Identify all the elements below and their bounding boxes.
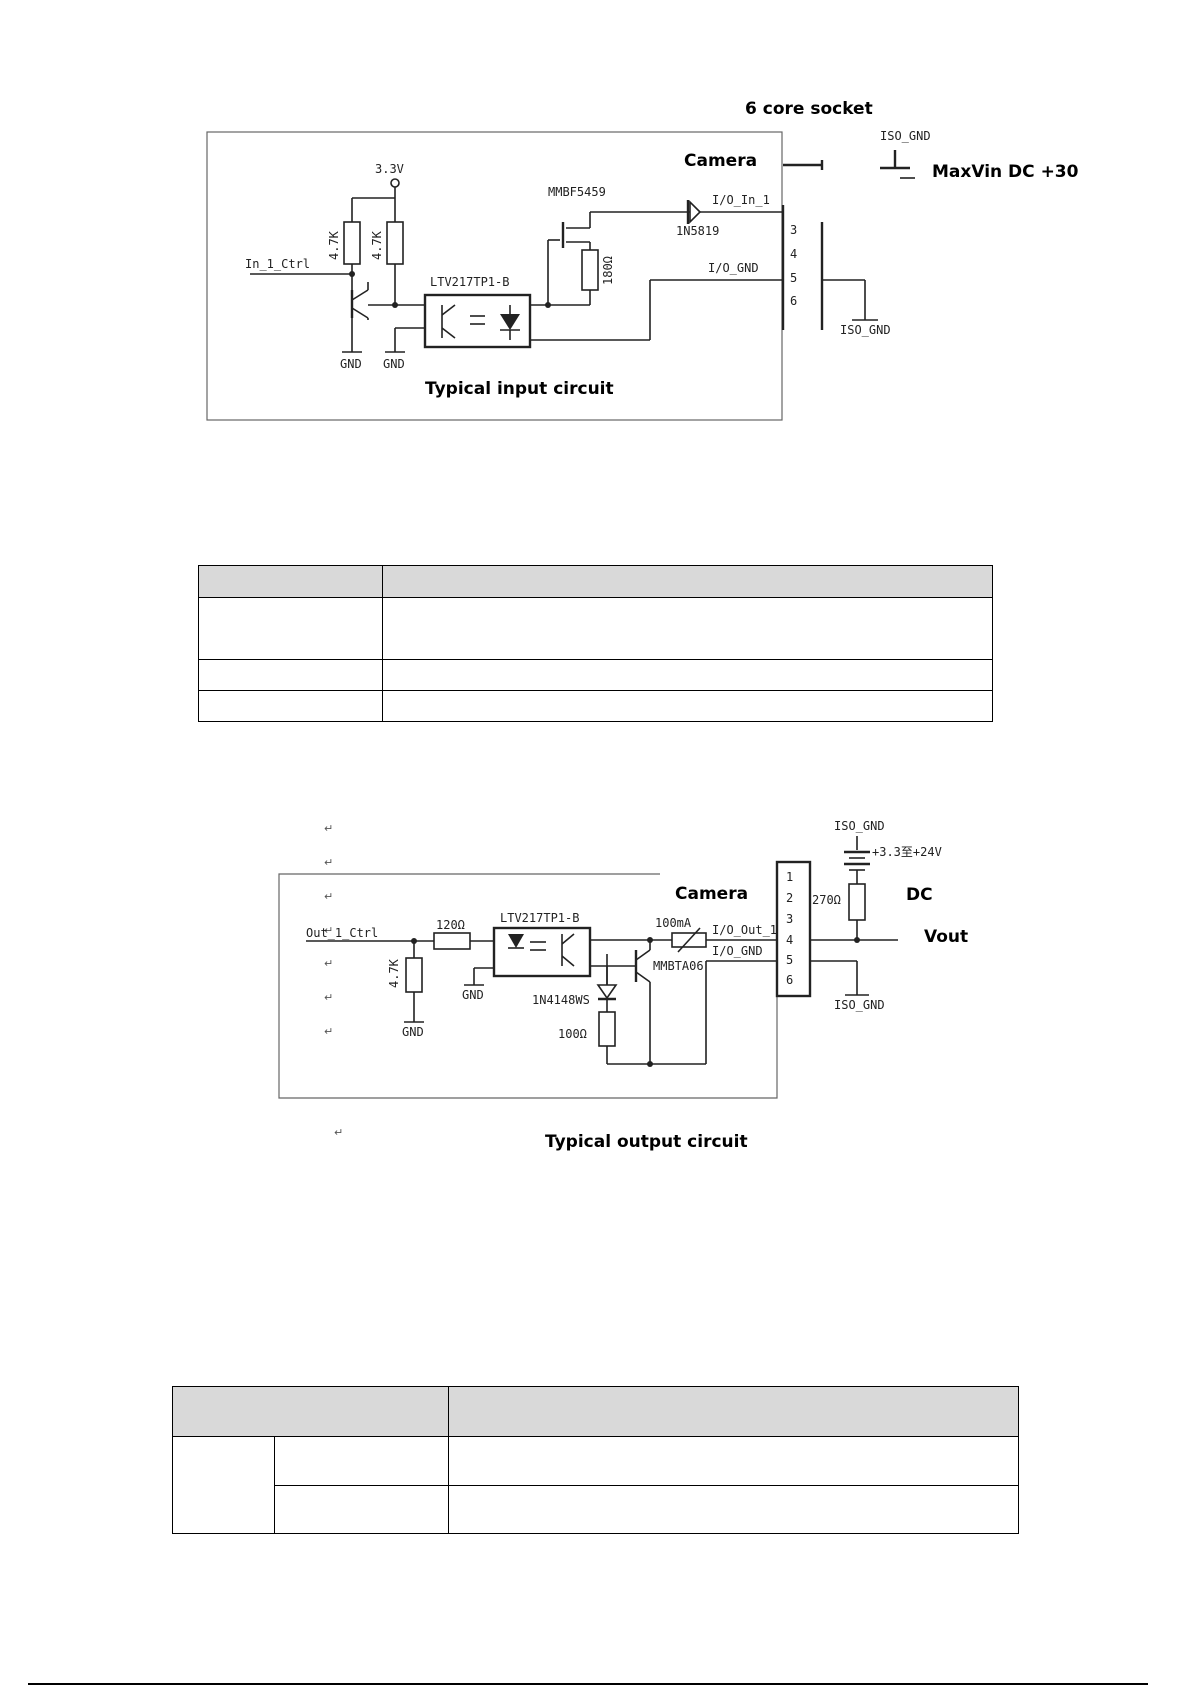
table-cell — [448, 1386, 1019, 1437]
r1-label: 4.7K — [327, 230, 341, 260]
iso-gnd-label-top-out: ISO_GND — [834, 819, 885, 833]
svg-text:↵: ↵ — [324, 924, 333, 937]
table-cell — [198, 659, 383, 691]
table-cell — [198, 565, 383, 598]
table-cell — [448, 1436, 1019, 1486]
table-cell — [274, 1485, 449, 1534]
iso-gnd-label-top: ISO_GND — [880, 129, 931, 143]
dc-label: DC — [906, 885, 933, 905]
jfet-label: MMBF5459 — [548, 185, 606, 199]
camera-label-out: Camera — [675, 884, 748, 904]
gnd2-label: GND — [383, 357, 405, 371]
v33-label: 3.3V — [375, 162, 404, 176]
footer-rule — [28, 1683, 1148, 1685]
r47-label: 4.7K — [387, 958, 401, 988]
table-cell — [274, 1436, 449, 1486]
table-cell — [382, 690, 993, 722]
table-cell — [172, 1386, 449, 1437]
gnd1-label-out: GND — [402, 1025, 424, 1039]
table-cell — [382, 597, 993, 660]
pin-4: 4 — [790, 247, 797, 261]
iso-gnd-label-bottom: ISO_GND — [840, 323, 891, 337]
iso-gnd-label-bottom-out: ISO_GND — [834, 998, 885, 1012]
input-caption: Typical input circuit — [425, 379, 614, 399]
vout-label: Vout — [924, 927, 968, 947]
pin-3-out: 3 — [786, 912, 793, 926]
r100-label: 100Ω — [558, 1027, 587, 1041]
pin-3: 3 — [790, 223, 797, 237]
io-gnd-label-out: I/O_GND — [712, 944, 763, 958]
in-ctrl-label: In_1_Ctrl — [245, 257, 310, 271]
svg-text:↵: ↵ — [334, 1126, 343, 1139]
diode-label: 1N5819 — [676, 224, 719, 238]
output-circuit-diagram: ↵ ↵ ↵ ↵ ↵ ↵ ↵ ↵ ISO_GND +3.3至+24V 270Ω D… — [278, 819, 968, 1152]
gnd2-label-out: GND — [462, 988, 484, 1002]
table-row — [198, 659, 993, 691]
maxvin-label: MaxVin DC +30 — [932, 162, 1079, 182]
camera-label: Camera — [684, 151, 757, 171]
output-spec-table — [172, 1386, 1019, 1534]
transistor-label: MMBTA06 — [653, 959, 704, 973]
table-cell — [198, 597, 383, 660]
io-in-label: I/O_In_1 — [712, 193, 770, 207]
out-ctrl-label: Out_1_Ctrl — [306, 926, 378, 940]
svg-text:↵: ↵ — [324, 957, 333, 970]
fuse-label: 100mA — [655, 916, 692, 930]
pin-2: 2 — [786, 891, 793, 905]
svg-text:↵: ↵ — [324, 991, 333, 1004]
r270-label: 270Ω — [812, 893, 841, 907]
svg-text:↵: ↵ — [324, 1025, 333, 1038]
output-caption: Typical output circuit — [545, 1132, 748, 1152]
supply-label: +3.3至+24V — [872, 845, 942, 859]
svg-text:↵: ↵ — [324, 890, 333, 903]
table-row — [173, 1485, 1019, 1534]
table-cell — [172, 1436, 275, 1534]
svg-text:↵: ↵ — [324, 856, 333, 869]
table-row — [172, 1386, 1019, 1437]
table-cell — [198, 690, 383, 722]
table-row — [172, 1436, 1019, 1534]
pin-4-out: 4 — [786, 933, 793, 947]
socket-title: 6 core socket — [745, 99, 873, 119]
io-out-label: I/O_Out_1 — [712, 923, 777, 937]
gnd1-label: GND — [340, 357, 362, 371]
pin-1: 1 — [786, 870, 793, 884]
svg-text:↵: ↵ — [324, 822, 333, 835]
table-row — [198, 565, 993, 598]
diode-label-out: 1N4148WS — [532, 993, 590, 1007]
table-cell — [448, 1485, 1019, 1534]
table-row — [198, 597, 993, 660]
pin-5-out: 5 — [786, 953, 793, 967]
io-gnd-label: I/O_GND — [708, 261, 759, 275]
pin-5: 5 — [790, 271, 797, 285]
r2-label: 4.7K — [370, 230, 384, 260]
r120-label: 120Ω — [436, 918, 465, 932]
opto-label: LTV217TP1-B — [430, 275, 509, 289]
pin-6: 6 — [790, 294, 797, 308]
pin-6-out: 6 — [786, 973, 793, 987]
opto-label-out: LTV217TP1-B — [500, 911, 579, 925]
input-spec-table — [198, 565, 993, 722]
table-row — [198, 690, 993, 722]
r180-label: 180Ω — [601, 256, 615, 285]
input-circuit-diagram: 6 core socket Camera ISO_GND MaxVin DC +… — [206, 99, 1079, 421]
table-cell — [382, 659, 993, 691]
table-cell — [382, 565, 993, 598]
